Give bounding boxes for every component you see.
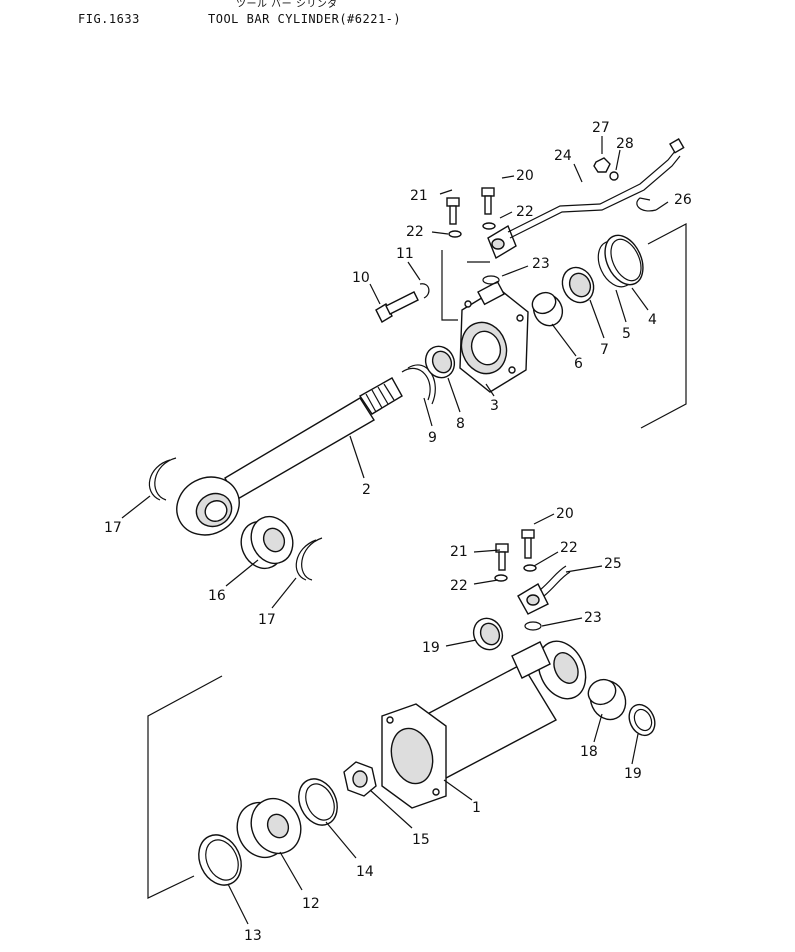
callout-12: 12 bbox=[302, 896, 320, 912]
callout-28: 28 bbox=[616, 136, 634, 152]
callout-17-lower: 17 bbox=[258, 612, 276, 628]
callout-2: 2 bbox=[362, 482, 371, 498]
part-bolt-20-upper bbox=[481, 187, 495, 215]
callout-22-lower-right: 22 bbox=[560, 540, 578, 556]
part-rod-seal-8 bbox=[424, 345, 456, 379]
callout-14: 14 bbox=[356, 864, 374, 880]
part-washer-22-a bbox=[482, 222, 496, 230]
part-flange-block-lower bbox=[517, 583, 549, 615]
callout-11: 11 bbox=[396, 246, 414, 262]
part-flange-block-upper bbox=[487, 224, 517, 260]
callout-8: 8 bbox=[456, 416, 465, 432]
callout-10: 10 bbox=[352, 270, 370, 286]
callout-16: 16 bbox=[208, 588, 226, 604]
callout-7: 7 bbox=[600, 342, 609, 358]
part-o-ring-23-lower bbox=[524, 621, 542, 631]
part-bushing-19-a bbox=[472, 617, 504, 651]
figure-code: FIG.1633 bbox=[78, 12, 140, 26]
callout-1: 1 bbox=[472, 800, 481, 816]
callout-21-lower: 21 bbox=[450, 544, 468, 560]
part-snap-ring-17-b bbox=[295, 539, 317, 581]
part-washer-22-d bbox=[494, 574, 508, 582]
group-bracket-lower bbox=[147, 675, 223, 899]
part-seal-7 bbox=[561, 266, 595, 304]
callout-17-upper: 17 bbox=[104, 520, 122, 536]
callout-3: 3 bbox=[490, 398, 499, 414]
part-bushing-19-b bbox=[628, 703, 656, 737]
part-piston-12 bbox=[236, 797, 302, 859]
callout-6: 6 bbox=[574, 356, 583, 372]
callout-22-lower-left: 22 bbox=[450, 578, 468, 594]
part-bolt-21-upper bbox=[446, 197, 460, 225]
callout-25: 25 bbox=[604, 556, 622, 572]
part-bolt-21-lower bbox=[495, 543, 509, 571]
part-o-ring-23-upper bbox=[482, 275, 500, 285]
part-piston-16 bbox=[240, 515, 294, 570]
callout-23-upper: 23 bbox=[532, 256, 550, 272]
part-cylinder-tube bbox=[381, 640, 587, 809]
part-pipe-25 bbox=[539, 565, 567, 591]
callout-22-upper-left: 22 bbox=[406, 224, 424, 240]
callout-13: 13 bbox=[244, 928, 262, 944]
callout-9: 9 bbox=[428, 430, 437, 446]
part-clip-26 bbox=[636, 197, 657, 212]
leader-lines bbox=[121, 136, 669, 925]
assembly-line-upper bbox=[441, 250, 458, 321]
part-bolt-20-lower bbox=[521, 529, 535, 559]
callout-24: 24 bbox=[554, 148, 572, 164]
part-snap-ring-17-a bbox=[148, 459, 171, 501]
figure-title-japanese: ツール バー シリンダ bbox=[236, 0, 338, 10]
part-bolt-10 bbox=[375, 291, 419, 323]
callout-18: 18 bbox=[580, 744, 598, 760]
callout-19-right: 19 bbox=[624, 766, 642, 782]
part-nut-15 bbox=[343, 761, 377, 797]
callout-15: 15 bbox=[412, 832, 430, 848]
callout-19-left: 19 bbox=[422, 640, 440, 656]
part-ring-4 bbox=[604, 234, 644, 286]
part-piston-rod bbox=[176, 377, 403, 536]
callout-5: 5 bbox=[622, 326, 631, 342]
part-nut-27 bbox=[593, 157, 611, 173]
callout-20-lower: 20 bbox=[556, 506, 574, 522]
callout-4: 4 bbox=[648, 312, 657, 328]
group-bracket-upper bbox=[640, 223, 687, 429]
part-cylinder-head bbox=[459, 280, 529, 393]
part-washer-22-c bbox=[523, 564, 537, 572]
callout-27: 27 bbox=[592, 120, 610, 136]
callout-26: 26 bbox=[674, 192, 692, 208]
callout-21-upper: 21 bbox=[410, 188, 428, 204]
part-washer-22-b bbox=[448, 230, 462, 238]
part-bushing-6 bbox=[531, 291, 564, 327]
part-snap-ring-9 bbox=[401, 367, 431, 401]
callout-22-upper-right: 22 bbox=[516, 204, 534, 220]
callout-20-upper: 20 bbox=[516, 168, 534, 184]
callout-23-lower: 23 bbox=[584, 610, 602, 626]
part-ring-13 bbox=[198, 834, 242, 886]
part-bushing-18 bbox=[587, 678, 627, 721]
part-washer-11 bbox=[419, 283, 430, 299]
figure-title: TOOL BAR CYLINDER(#6221-) bbox=[208, 12, 402, 26]
part-washer-28 bbox=[609, 171, 619, 181]
part-tube-24 bbox=[507, 149, 677, 233]
